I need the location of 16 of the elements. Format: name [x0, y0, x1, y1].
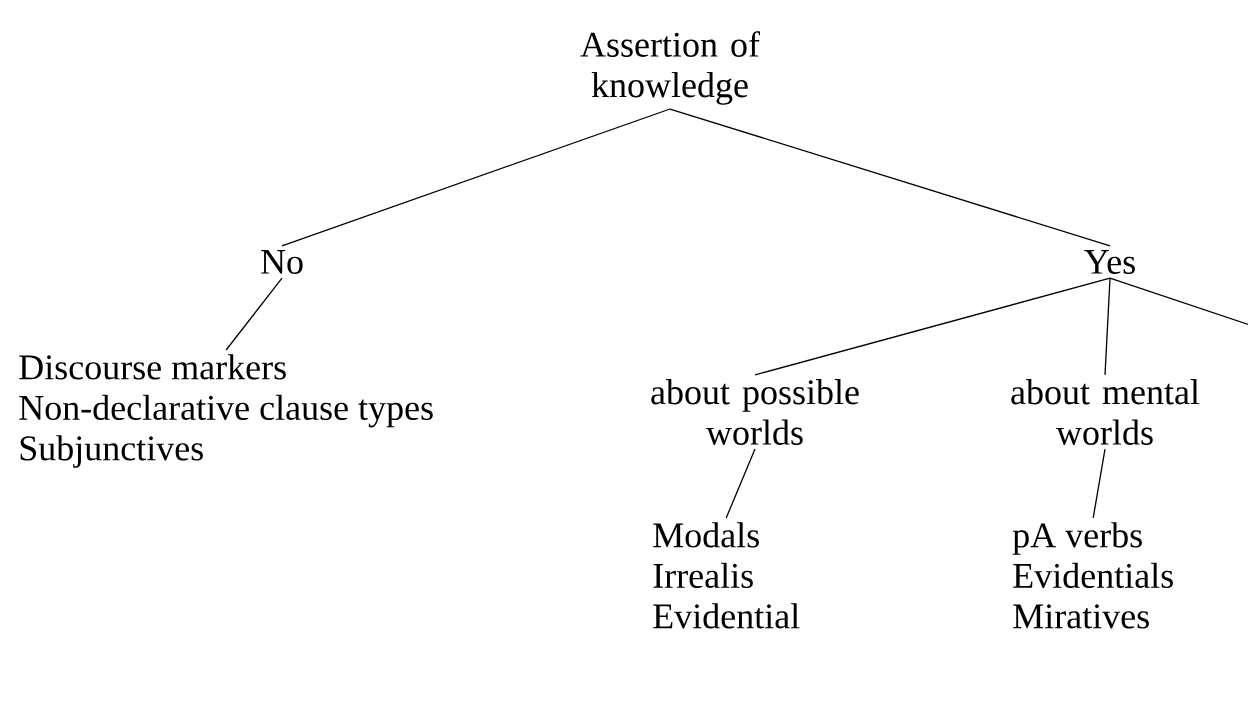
- term-list: pA verbs Evidentials Miratives: [1012, 522, 1173, 629]
- tree-label: about possible worlds: [651, 379, 859, 445]
- tree-label: Assertion of knowledge: [580, 31, 760, 105]
- tree-line: [1104, 277, 1111, 376]
- tree-line: [669, 108, 1111, 247]
- tree-line: [1092, 448, 1106, 519]
- tree-line: [225, 277, 283, 351]
- tree-label: Yes: [1084, 250, 1135, 274]
- term-list: Modals Irrealis Evidential: [653, 522, 800, 629]
- term-list: Discourse markers Non-declarative clause types Subjunctives: [19, 354, 433, 468]
- tree-line: [754, 277, 1111, 376]
- tree-line: [281, 108, 671, 247]
- tree-label: about mental worlds: [1011, 379, 1200, 445]
- tree-line: [725, 448, 756, 519]
- tree-label: No: [261, 250, 303, 274]
- tree-line: [1109, 277, 1248, 326]
